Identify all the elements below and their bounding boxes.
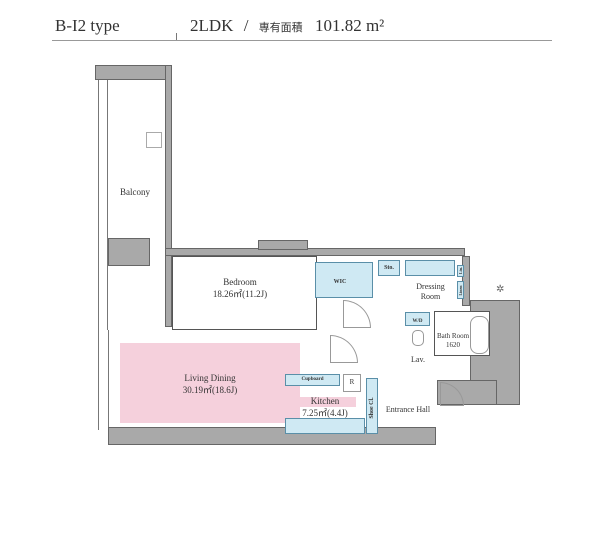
wall-bottom bbox=[108, 427, 436, 445]
sto-label: Sto. bbox=[384, 265, 394, 271]
area-unit: m² bbox=[365, 16, 385, 35]
balcony-unit bbox=[146, 132, 162, 148]
balcony-edge bbox=[107, 80, 108, 330]
window-line bbox=[108, 330, 109, 427]
wall-top-bump bbox=[258, 240, 308, 250]
header-tick bbox=[176, 33, 177, 40]
lin1-label: Lin. bbox=[458, 267, 463, 275]
balcony-wall-top bbox=[95, 65, 167, 80]
storage bbox=[378, 260, 400, 276]
bedroom bbox=[172, 256, 317, 330]
shoe-closet bbox=[366, 378, 378, 434]
bedroom-door bbox=[343, 300, 371, 328]
header-rule bbox=[52, 40, 552, 41]
entrance-label: Entrance Hall bbox=[385, 405, 431, 414]
area-info: 2LDK / 専有面積 101.82 m² bbox=[190, 16, 384, 36]
wic bbox=[315, 262, 373, 298]
cupboard-label: Cupboard bbox=[301, 377, 324, 382]
compass-icon: ✲ bbox=[496, 284, 505, 295]
washer-dryer bbox=[405, 312, 430, 326]
layout-type: 2LDK bbox=[190, 16, 234, 35]
balcony-rail bbox=[98, 80, 99, 430]
kitchen-counter bbox=[285, 418, 365, 434]
lin2-label: Linen bbox=[458, 285, 463, 296]
shoe-label: Shoe Cl. bbox=[369, 397, 375, 419]
r-label: R bbox=[349, 378, 355, 386]
linen bbox=[457, 281, 464, 299]
bathtub bbox=[470, 316, 489, 354]
separator: / bbox=[243, 16, 249, 35]
area-value: 101.82 bbox=[314, 16, 362, 35]
area-label: 専有面積 bbox=[258, 22, 303, 34]
wic-label: WIC bbox=[333, 279, 347, 285]
living-dining bbox=[120, 343, 300, 423]
balcony-wall-right bbox=[165, 65, 172, 327]
living-door bbox=[330, 335, 358, 363]
lav-label: Lav. bbox=[411, 355, 425, 364]
bathroom bbox=[434, 311, 490, 356]
wall-top bbox=[165, 248, 465, 256]
kitchen-floor bbox=[298, 397, 356, 407]
dressing-shelf bbox=[405, 260, 455, 276]
type-label: B-I2 type bbox=[55, 16, 120, 35]
refrigerator bbox=[343, 374, 361, 392]
lin-1 bbox=[457, 265, 464, 277]
balcony-label: Balcony bbox=[120, 187, 150, 197]
cupboard bbox=[285, 374, 340, 386]
toilet bbox=[412, 330, 424, 346]
wd-label: W/D bbox=[412, 319, 423, 324]
column bbox=[108, 238, 150, 266]
